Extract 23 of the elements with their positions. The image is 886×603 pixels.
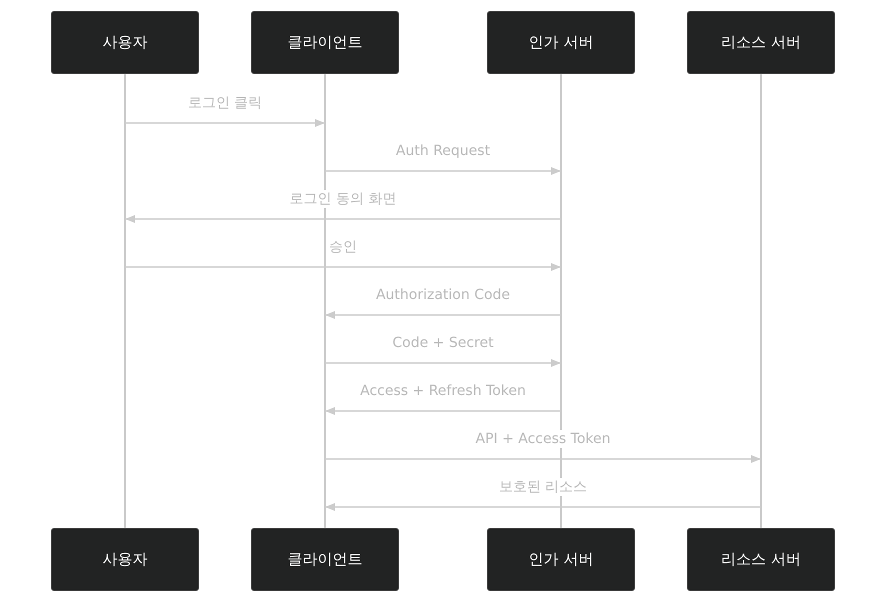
- message-arrow: [326, 167, 561, 175]
- participant-box: 사용자: [51, 11, 199, 74]
- participant-box: 인가 서버: [487, 11, 635, 74]
- participant-box: 리소스 서버: [687, 11, 835, 74]
- message-arrow: [325, 503, 760, 511]
- message-arrow: [126, 119, 325, 127]
- participant-box: 클라이언트: [251, 11, 399, 74]
- message-arrow: [126, 263, 561, 271]
- lifeline: [324, 74, 326, 528]
- message-arrow: [326, 455, 761, 463]
- edge-label: API + Access Token: [474, 430, 612, 448]
- message-arrow: [326, 359, 561, 367]
- participant-box: 사용자: [51, 528, 199, 591]
- lifeline: [124, 74, 126, 528]
- participant-box: 클라이언트: [251, 528, 399, 591]
- edge-label: Auth Request: [394, 142, 492, 160]
- message-arrow: [325, 407, 560, 415]
- message-arrow: [125, 215, 560, 223]
- participant-box: 리소스 서버: [687, 528, 835, 591]
- lifeline: [760, 74, 762, 528]
- participant-box: 인가 서버: [487, 528, 635, 591]
- lifeline: [560, 74, 562, 528]
- message-arrow: [325, 311, 560, 319]
